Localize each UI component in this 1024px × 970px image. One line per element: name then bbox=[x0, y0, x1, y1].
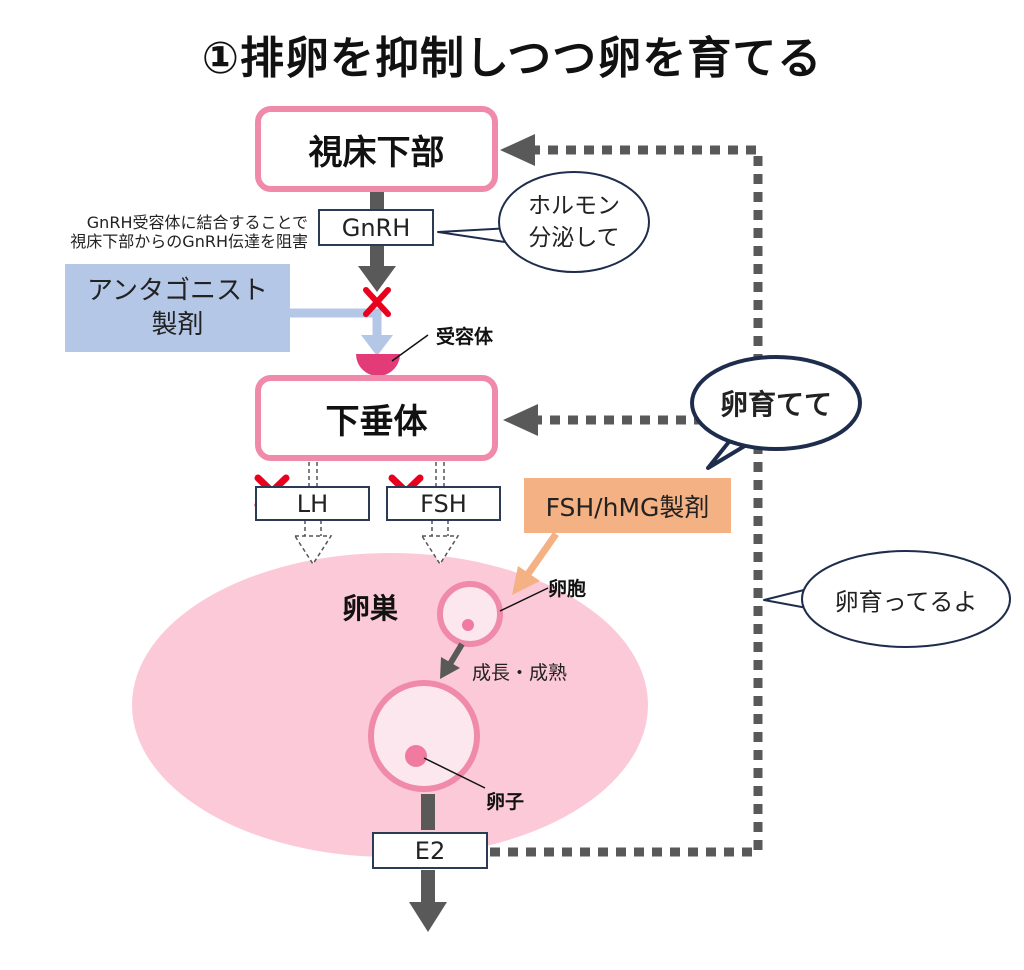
ovary-label: 卵巣 bbox=[342, 592, 399, 625]
bubble-raise-text: 卵育てて bbox=[719, 388, 832, 421]
e2-output-shaft bbox=[421, 870, 435, 904]
bubble-hormone-line: 分泌して bbox=[528, 225, 620, 251]
fsh-label: FSH bbox=[420, 489, 467, 518]
fsh-drug-arrowhead bbox=[512, 566, 540, 595]
growth-arrow-line bbox=[447, 642, 465, 666]
antagonist-arrowhead bbox=[361, 335, 393, 356]
gnrh-arrowhead bbox=[358, 266, 396, 292]
bubble-hormone-shape bbox=[498, 171, 650, 273]
note-line: 視床下部からのGnRH伝達を阻害 bbox=[70, 232, 308, 251]
gnrh-blocked-x-icon bbox=[363, 287, 391, 317]
feedback-loop-line bbox=[490, 145, 763, 857]
large-follicle bbox=[368, 680, 480, 792]
bubble-hormone-line: ホルモン bbox=[528, 193, 620, 219]
bubble-growing-shape bbox=[801, 550, 1011, 648]
receptor-label: 受容体 bbox=[436, 326, 494, 348]
gnrh-arrow-shaft bbox=[370, 244, 384, 266]
lh-dashed-arrow bbox=[293, 462, 333, 566]
pituitary-box: 下垂体 bbox=[255, 375, 498, 461]
bubble-raise-shape bbox=[690, 355, 862, 451]
follicle-label: 卵胞 bbox=[548, 578, 587, 600]
receptor-leader-line bbox=[391, 334, 429, 362]
growth-label: 成長・成熟 bbox=[472, 662, 568, 684]
follicle-leader-line bbox=[499, 587, 549, 612]
ovary-to-e2-shaft bbox=[421, 794, 435, 830]
fsh-dashed-arrow bbox=[420, 462, 460, 566]
antagonist-drug-line: アンタゴニスト bbox=[87, 276, 268, 306]
feedback-arrowhead-hypothalamus bbox=[500, 134, 535, 166]
antagonist-drug-box: アンタゴニスト 製剤 bbox=[65, 264, 290, 352]
page-title: ①排卵を抑制しつつ卵を育てる bbox=[201, 33, 823, 84]
gnrh-arrow-top-shaft bbox=[370, 190, 384, 210]
lh-label: LH bbox=[296, 489, 329, 518]
small-follicle-egg bbox=[462, 619, 474, 631]
egg-leader-line bbox=[423, 757, 486, 789]
e2-label: E2 bbox=[414, 836, 446, 865]
fsh-hmg-drug-label: FSH/hMG製剤 bbox=[545, 492, 710, 522]
small-follicle bbox=[437, 581, 503, 647]
egg-cell bbox=[405, 745, 427, 767]
growth-arrowhead bbox=[440, 657, 460, 679]
receptor-shape bbox=[356, 354, 400, 376]
antagonist-drug-line: 製剤 bbox=[151, 310, 204, 340]
gnrh-box: GnRH bbox=[318, 209, 434, 246]
gnrh-label: GnRH bbox=[341, 213, 411, 242]
lh-box: LH bbox=[255, 486, 370, 521]
note-line: GnRH受容体に結合することで bbox=[86, 213, 308, 232]
fsh-box: FSH bbox=[386, 486, 501, 521]
fsh-drug-arrow-line bbox=[525, 531, 559, 577]
hypothalamus-label: 視床下部 bbox=[308, 132, 445, 173]
feedback-arrowhead-pituitary bbox=[503, 404, 538, 436]
egg-label: 卵子 bbox=[486, 791, 525, 813]
fsh-hmg-drug-box: FSH/hMG製剤 bbox=[524, 478, 731, 533]
pituitary-label: 下垂体 bbox=[325, 401, 428, 442]
bubble-hormone-text: ホルモン 分泌して bbox=[499, 182, 649, 262]
hypothalamus-box: 視床下部 bbox=[255, 106, 498, 192]
e2-output-arrowhead bbox=[409, 902, 447, 932]
antagonist-mechanism-note: GnRH受容体に結合することで 視床下部からのGnRH伝達を阻害 bbox=[10, 213, 308, 251]
bubble-growing-text: 卵育ってるよ bbox=[834, 587, 978, 616]
e2-box: E2 bbox=[372, 832, 488, 869]
antagonist-arrow-line bbox=[290, 308, 382, 337]
